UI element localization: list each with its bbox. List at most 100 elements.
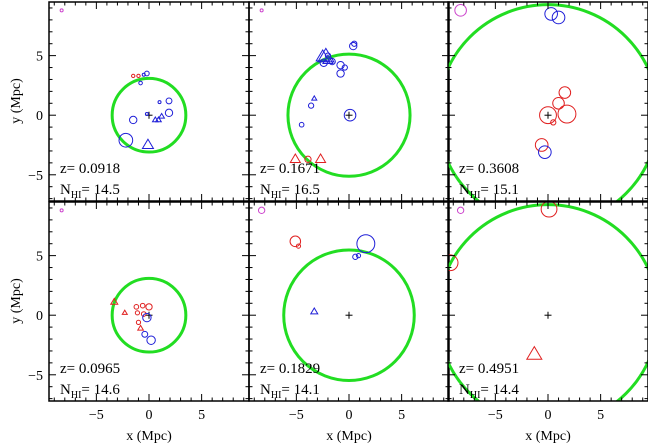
galaxy-triangle-blue <box>154 116 163 123</box>
galaxy-circle-red <box>552 96 565 110</box>
panel-1-plot-area <box>59 8 188 154</box>
galaxy-triangle-red <box>525 345 543 360</box>
galaxy-circle-red <box>540 202 558 218</box>
virial-circle <box>110 276 188 354</box>
x-axis-label-2: x (Mpc) <box>326 429 372 444</box>
galaxy-circle-blue <box>142 312 152 323</box>
galaxy-circle-magenta <box>454 4 467 17</box>
galaxy-triangle-blue <box>316 47 335 63</box>
redshift-label: z= 0.1671 <box>260 161 320 177</box>
galaxy-circle-blue <box>343 108 357 122</box>
galaxy-circle-red <box>558 86 572 99</box>
x-tick-label: −5 <box>488 408 503 423</box>
x-axis-label-3: x (Mpc) <box>525 429 571 444</box>
galaxy-circle-red <box>136 73 141 79</box>
galaxy-circle-blue <box>157 100 162 105</box>
redshift-label: z= 0.0918 <box>60 161 120 177</box>
galaxy-circle-red <box>133 304 140 310</box>
galaxy-circle-blue <box>324 52 332 59</box>
galaxy-circle-red <box>140 311 147 317</box>
x-tick-label: 0 <box>146 408 153 423</box>
galaxy-circle-blue <box>341 64 348 71</box>
galaxy-triangle-red <box>289 153 302 163</box>
x-tick-label: 5 <box>398 408 405 423</box>
virial-circle <box>110 76 188 154</box>
y-tick-label: −5 <box>28 369 43 384</box>
galaxy-circle-blue <box>356 234 376 254</box>
galaxy-circle-red <box>304 155 312 163</box>
galaxy-circle-blue <box>319 58 328 67</box>
virial-circle <box>282 248 416 382</box>
galaxy-triangle-red <box>314 153 327 163</box>
galaxy-circle-blue <box>165 97 173 105</box>
y-tick-label: 0 <box>36 109 43 124</box>
y-axis-label-bottom: y (Mpc) <box>9 278 24 324</box>
galaxy-triangle-blue <box>309 306 319 315</box>
galaxy-circle-blue <box>141 330 149 338</box>
y-tick-label: 5 <box>36 250 43 265</box>
galaxy-circle-blue <box>538 145 552 159</box>
x-tick-label: 5 <box>597 408 604 423</box>
galaxy-circle-blue <box>118 132 134 148</box>
panel-2-plot-area <box>259 8 412 178</box>
redshift-label: z= 0.3608 <box>459 161 519 177</box>
galaxy-circle-blue <box>349 41 358 51</box>
panel-frame <box>447 1 648 202</box>
panel-4-plot-area <box>59 208 188 354</box>
panel-frame <box>248 201 450 402</box>
galaxy-triangle-red <box>136 324 145 331</box>
galaxy-circle-blue <box>352 253 359 260</box>
galaxy-circle-blue <box>146 335 156 345</box>
galaxy-circle-blue <box>336 69 345 78</box>
galaxy-circle-red <box>534 138 549 152</box>
column-density-label: NHI= 16.5 <box>260 182 320 201</box>
virial-circle <box>286 52 412 178</box>
galaxy-circle-blue <box>144 112 149 117</box>
panel-frame <box>447 201 648 402</box>
galaxy-circle-blue <box>138 80 143 86</box>
galaxy-triangle-blue <box>157 112 166 119</box>
galaxy-circle-red <box>295 243 302 249</box>
galaxy-circle-red <box>448 254 459 272</box>
galaxy-circle-blue <box>307 102 315 109</box>
galaxy-circle-blue <box>129 115 138 125</box>
galaxy-circle-blue <box>144 70 150 77</box>
galaxy-triangle-blue <box>141 138 155 149</box>
galaxy-circle-red <box>539 106 557 125</box>
galaxy-circle-magenta <box>59 208 64 213</box>
x-tick-label: 0 <box>346 408 353 423</box>
column-density-label: NHI= 14.5 <box>60 182 120 201</box>
galaxy-circle-magenta <box>59 8 64 13</box>
galaxy-circle-blue <box>164 108 174 118</box>
x-tick-label: −5 <box>89 408 104 423</box>
galaxy-circle-red <box>557 104 577 124</box>
galaxy-circle-red <box>139 302 146 309</box>
panel-5-plot-area <box>257 206 416 382</box>
galaxy-circle-magenta <box>259 8 264 13</box>
column-density-label: NHI= 14.4 <box>459 382 519 401</box>
galaxy-circle-red <box>134 310 141 316</box>
galaxy-circle-red <box>550 119 557 126</box>
galaxy-triangle-red <box>121 309 129 315</box>
x-tick-label: −5 <box>289 408 304 423</box>
redshift-label: z= 0.4951 <box>459 361 519 377</box>
y-axis-label-top: y (Mpc) <box>9 78 24 124</box>
x-tick-label: 0 <box>545 408 552 423</box>
x-axis-label-1: x (Mpc) <box>126 429 172 444</box>
column-density-label: NHI= 14.6 <box>60 382 120 401</box>
x-tick-label: 5 <box>198 408 205 423</box>
redshift-label: z= 0.1829 <box>260 361 320 377</box>
galaxy-circle-red <box>131 73 136 79</box>
galaxy-triangle-red <box>109 297 119 305</box>
galaxy-circle-blue <box>551 10 566 25</box>
y-tick-label: −5 <box>28 169 43 184</box>
galaxy-circle-red <box>145 303 153 311</box>
galaxy-circle-blue <box>328 57 336 66</box>
